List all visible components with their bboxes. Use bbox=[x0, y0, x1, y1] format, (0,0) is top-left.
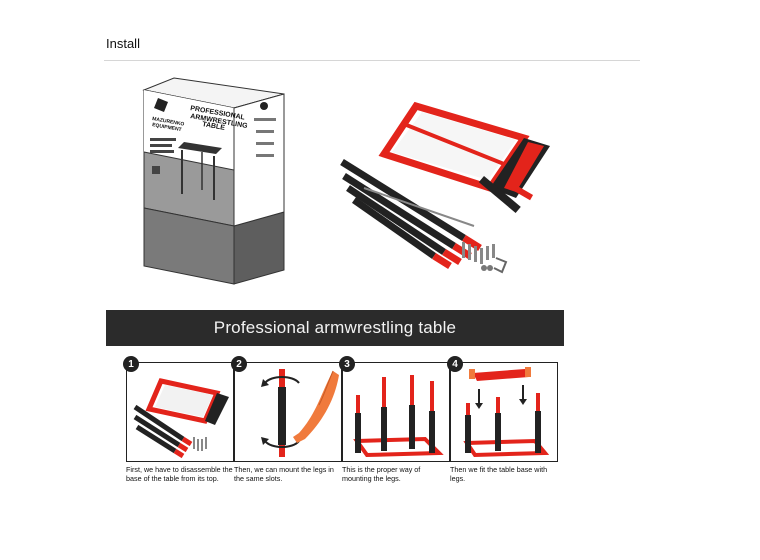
step-4-caption: Then we fit the table base with legs. bbox=[450, 465, 548, 483]
hero-product-images: PROFESSIONAL ARMWRESTLING TABLE MAZURENK… bbox=[104, 76, 574, 298]
step-1-number-badge: 1 bbox=[123, 356, 139, 372]
banner: Professional armwrestling table bbox=[106, 310, 564, 346]
step-2-illustration: 2 bbox=[231, 356, 342, 462]
disassembled-table-image bbox=[340, 101, 550, 274]
box-brand-line2: EQUIPMENT bbox=[152, 122, 182, 133]
step-3-caption: This is the proper way of mounting the l… bbox=[342, 465, 421, 483]
step-4-illustration: 4 bbox=[447, 356, 558, 462]
banner-text: Professional armwrestling table bbox=[213, 318, 457, 337]
step-2-number-badge: 2 bbox=[231, 356, 247, 372]
step-1-illustration: 1 bbox=[123, 356, 234, 462]
step-4: 4 Then we fit the table base with legs. bbox=[447, 356, 558, 483]
box-product-line3: TABLE bbox=[202, 121, 226, 132]
step-1: 1 First, we have to disassemble the base… bbox=[123, 356, 234, 483]
step-3-illustration: 3 bbox=[339, 356, 450, 462]
step-4-number-badge: 4 bbox=[447, 356, 463, 372]
step-3-number-badge: 3 bbox=[339, 356, 355, 372]
section-title: Install bbox=[106, 36, 140, 51]
step-3: 3 This is the proper way of mounting the… bbox=[339, 356, 450, 483]
box-brand-line1: MAZURENKO bbox=[152, 116, 185, 128]
step-2: 2 Then, we can mount the legs in the sam… bbox=[231, 356, 342, 483]
section-divider bbox=[104, 60, 640, 61]
step-2-caption: Then, we can mount the legs in the same … bbox=[234, 465, 334, 483]
step-1-caption: First, we have to disassemble the base o… bbox=[126, 465, 233, 483]
product-box-image bbox=[142, 77, 285, 285]
